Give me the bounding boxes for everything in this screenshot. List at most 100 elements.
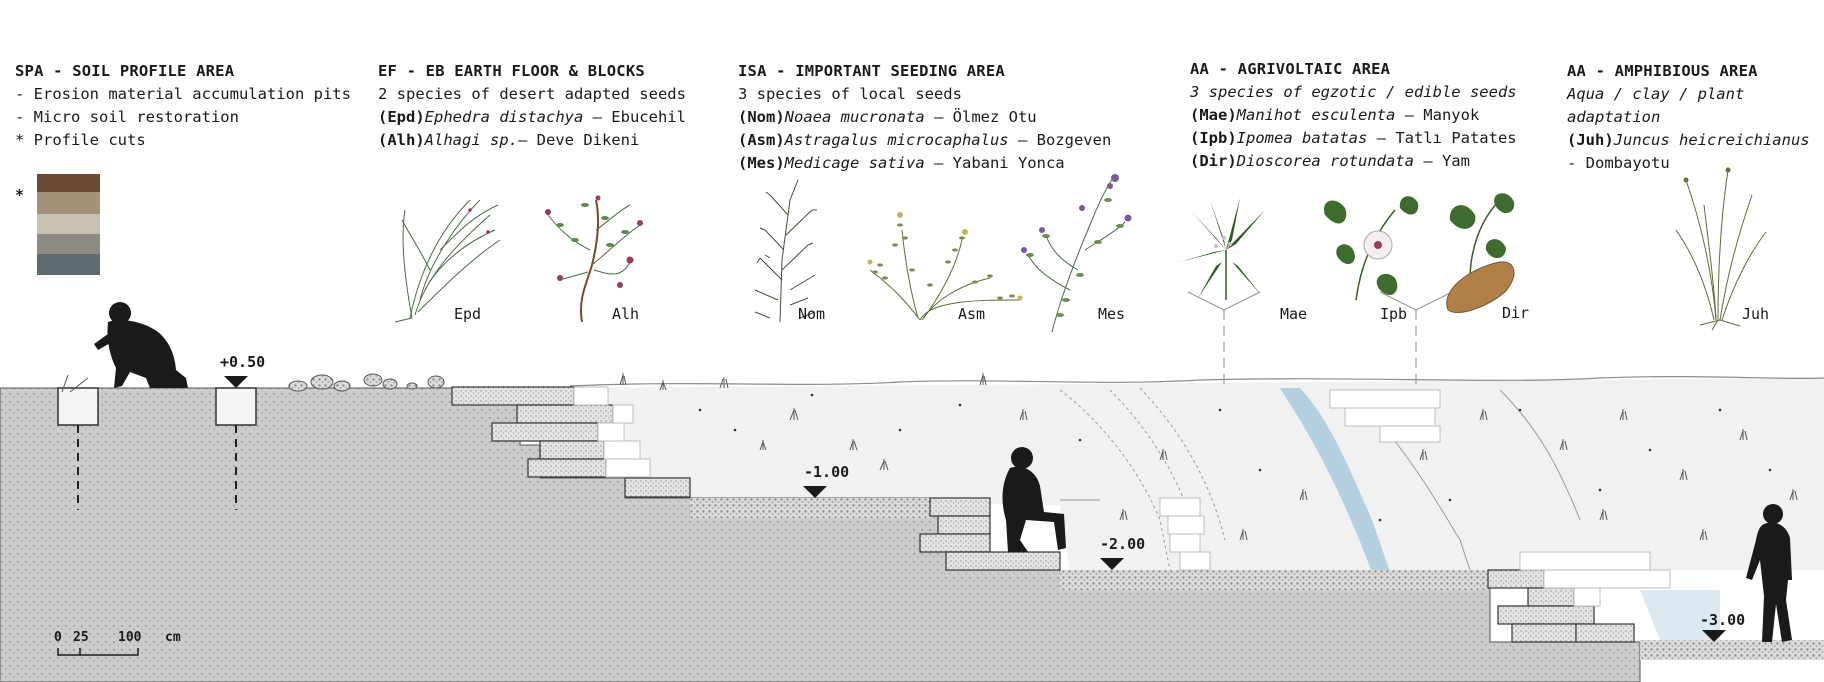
species-latin: Astragalus microcaphalus <box>784 131 1009 149</box>
zone-title: EF - EB EARTH FLOOR & BLOCKS <box>378 62 645 80</box>
agrivoltaic-supports <box>1187 291 1453 386</box>
plant-ephedra-illustration <box>394 199 501 323</box>
species-local: – Deve Dikeni <box>518 131 640 149</box>
plant-alhagi-illustration <box>545 195 643 323</box>
species-line: (Juh)Juncus heicreichianus <box>1567 129 1810 152</box>
profile-cut-swatch <box>37 174 100 275</box>
zone-spa: SPA - SOIL PROFILE AREA - Erosion materi… <box>15 60 351 152</box>
species-latin: Medicage sativa <box>784 154 925 172</box>
plant-label-dir: Dir <box>1502 304 1530 322</box>
zone-line: 3 species of egzotic / edible seeds <box>1190 83 1517 101</box>
zone-line: - Erosion material accumulation pits <box>15 85 351 103</box>
plant-astragalus-illustration <box>867 212 1023 321</box>
plant-label-asm: Asm <box>958 305 986 323</box>
zone-line: - Micro soil restoration <box>15 108 239 126</box>
profile-cut-marker: * <box>15 186 25 204</box>
water-pool <box>1640 590 1720 640</box>
plant-label-alh: Alh <box>612 305 640 323</box>
elevation-label: +0.50 <box>220 353 266 371</box>
species-line: (Epd)Ephedra distachya – Ebucehil <box>378 106 686 129</box>
erosion-stones <box>288 373 445 392</box>
species-local: – Ebucehil <box>583 108 686 126</box>
species-line: (Alh)Alhagi sp.– Deve Dikeni <box>378 129 686 152</box>
species-code: (Alh) <box>378 131 425 149</box>
species-latin: Noaea mucronata <box>784 108 925 126</box>
elevation-label: -3.00 <box>1700 611 1746 629</box>
plant-label-mes: Mes <box>1098 305 1126 323</box>
grass-tufts <box>619 373 1798 541</box>
gravel-layer <box>690 498 930 518</box>
species-line: (Mae)Manihot esculenta – Manyok <box>1190 104 1517 127</box>
species-local: – Yabani Yonca <box>924 154 1065 172</box>
species-latin: Dioscorea rotundata <box>1236 152 1414 170</box>
plant-dioscorea-illustration <box>1446 193 1515 313</box>
water-stream <box>1280 388 1390 572</box>
plant-label-juh: Juh <box>1742 305 1770 323</box>
species-line: (Asm)Astragalus microcaphalus – Bozgeven <box>738 129 1111 152</box>
scale-bar <box>57 648 139 656</box>
person-sitting-figure <box>1002 447 1066 552</box>
plant-label-nom: Nom <box>798 305 826 323</box>
species-line: (Mes)Medicage sativa – Yabani Yonca <box>738 152 1111 175</box>
zone-title: AA - AGRIVOLTAIC AREA <box>1190 60 1391 78</box>
species-code: (Ipb) <box>1190 129 1237 147</box>
zone-line: Aqua / clay / plant <box>1567 85 1745 103</box>
plant-medicago-illustration <box>1021 174 1132 333</box>
species-local: – Tatlı Patates <box>1367 129 1517 147</box>
earth-blocks-upper <box>451 386 691 498</box>
white-blocks-upper <box>573 386 651 478</box>
elevation-label: -2.00 <box>1100 535 1146 553</box>
elevation-markers <box>224 376 1726 642</box>
species-local: – Yam <box>1413 152 1470 170</box>
scale-label-100: 100 <box>118 630 142 645</box>
zone-line: adaptation <box>1567 108 1661 126</box>
species-code: (Mae) <box>1190 106 1237 124</box>
white-blocks-lower <box>1519 551 1671 607</box>
species-local: – Bozgeven <box>1008 131 1112 149</box>
species-code: (Asm) <box>738 131 785 149</box>
zone-agrivoltaic: AA - AGRIVOLTAIC AREA 3 species of egzot… <box>1190 58 1517 173</box>
species-code: (Mes) <box>738 154 785 172</box>
species-line: (Ipb)Ipomea batatas – Tatlı Patates <box>1190 127 1517 150</box>
earth-blocks-middle <box>919 497 1061 571</box>
species-latin: Ipomea batatas <box>1236 129 1368 147</box>
scale-label-0: 0 <box>54 630 62 645</box>
plant-manihot-illustration <box>1180 198 1275 300</box>
zone-isa: ISA - IMPORTANT SEEDING AREA 3 species o… <box>738 60 1111 175</box>
white-blocks-middle <box>1159 389 1441 571</box>
zone-ef: EF - EB EARTH FLOOR & BLOCKS 2 species o… <box>378 60 686 152</box>
zone-title: AA - AMPHIBIOUS AREA <box>1567 62 1758 80</box>
zone-line: 3 species of local seeds <box>738 85 962 103</box>
plant-label-ipb: Ipb <box>1380 305 1408 323</box>
zone-title: SPA - SOIL PROFILE AREA <box>15 62 235 80</box>
earth-blocks-lower <box>1487 569 1635 643</box>
zone-title: ISA - IMPORTANT SEEDING AREA <box>738 62 1005 80</box>
zone-line: 2 species of desert adapted seeds <box>378 85 686 103</box>
seed-marks <box>698 393 1772 522</box>
plant-juncus-illustration <box>1675 167 1767 331</box>
species-latin: Ephedra distachya <box>424 108 584 126</box>
zone-amphibious: AA - AMPHIBIOUS AREA Aqua / clay / plant… <box>1567 60 1810 175</box>
plant-noaea-illustration <box>754 179 817 323</box>
species-line: (Nom)Noaea mucronata – Ölmez Otu <box>738 106 1111 129</box>
species-line: (Dir)Dioscorea rotundata – Yam <box>1190 150 1517 173</box>
person-kneeling-figure <box>94 302 188 388</box>
species-local: – Manyok <box>1395 106 1480 124</box>
gravel-layer <box>1060 570 1490 590</box>
gravel-layer <box>1640 640 1824 660</box>
scale-label-25: 25 <box>73 630 89 645</box>
seeded-slope <box>570 378 1824 572</box>
species-latin: Alhagi sp. <box>424 131 518 149</box>
species-code: (Epd) <box>378 108 425 126</box>
plant-label-epd: Epd <box>454 305 482 323</box>
species-code: (Juh) <box>1567 131 1614 149</box>
surface-line <box>569 375 1824 387</box>
zone-line: * Profile cuts <box>15 131 146 149</box>
species-code: (Nom) <box>738 108 785 126</box>
species-local: – Ölmez Otu <box>924 108 1037 126</box>
species-latin: Juncus heicreichianus <box>1613 131 1810 149</box>
accumulation-pits <box>57 374 257 510</box>
plant-ipomea-illustration <box>1324 196 1419 301</box>
plant-label-mae: Mae <box>1280 305 1308 323</box>
